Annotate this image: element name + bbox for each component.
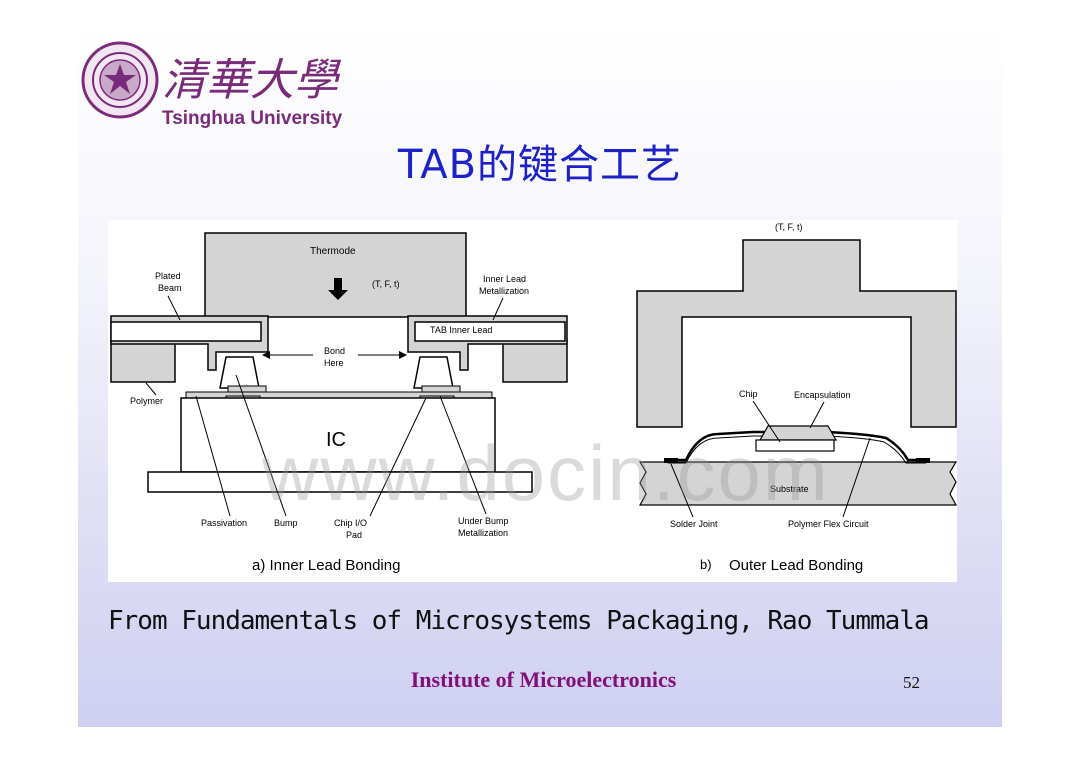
plated-beam-label-line2: Beam [158,283,182,293]
thermode-label: Thermode [310,246,356,257]
chip-base [147,471,533,493]
polymer-flex-circuit [668,430,926,462]
chip-io-pad-label-line2: Pad [346,530,362,540]
logo-chinese-name: 清華大學 [162,55,342,106]
outer-lead-bonding-caption-prefix: b) [700,557,712,572]
under-bump-metallization-label-line2: Metallization [458,528,508,538]
left-bump [219,356,260,389]
inner-lead-bonding-diagram: Thermode (T, F, t) TAB Inner Lead IC Bo [110,232,568,574]
inner-lead-bonding-caption: a) Inner Lead Bonding [252,557,400,574]
tab-bonding-figure: Thermode (T, F, t) TAB Inner Lead IC Bo [108,220,957,582]
tft-label-a: (T, F, t) [372,279,400,289]
institute-name: Institute of Microelectronics [410,667,677,692]
plated-beam-label-line1: Plated [155,271,181,281]
ic-label: IC [326,429,346,451]
bump-label: Bump [274,518,298,528]
right-polymer [502,339,568,383]
outer-lead-bonding-diagram: (T, F, t) Substrate Chip Encapsulation S… [636,222,957,574]
chip-io-pad-label-line1: Chip I/O [334,518,367,528]
outer-lead-bonding-caption: Outer Lead Bonding [729,557,863,574]
bond-here-label-line1: Bond [324,346,345,356]
outer-thermode [636,239,957,428]
down-arrow-icon [328,278,348,300]
inner-lead-metallization-label-line1: Inner Lead [483,274,526,284]
substrate [638,461,957,506]
slide-title: TAB的键合工艺 [397,142,683,188]
ic-chip [180,397,496,473]
under-bump-metallization-label-line1: Under Bump [458,516,509,526]
passivation-label: Passivation [201,518,247,528]
thermode-block [204,232,467,318]
encapsulation-label: Encapsulation [794,390,851,400]
substrate-label: Substrate [770,484,809,494]
university-seal-icon [81,41,159,119]
solder-joint-label: Solder Joint [670,519,718,529]
page-number: 52 [903,673,920,692]
tsinghua-logo: 清華大學 Tsinghua University [81,41,343,129]
polymer-label: Polymer [130,396,163,406]
tft-label-b: (T, F, t) [775,222,803,232]
left-polymer [110,339,176,383]
chip-label: Chip [739,389,758,399]
tab-inner-lead-label: TAB Inner Lead [430,325,492,335]
source-citation: From Fundamentals of Microsystems Packag… [108,606,930,636]
right-bump [413,356,454,389]
outer-chip [755,439,835,452]
bond-here-label-line2: Here [324,358,344,368]
inner-lead-metallization-label-line2: Metallization [479,286,529,296]
polymer-flex-circuit-label: Polymer Flex Circuit [788,519,869,529]
logo-english-name: Tsinghua University [162,108,343,129]
